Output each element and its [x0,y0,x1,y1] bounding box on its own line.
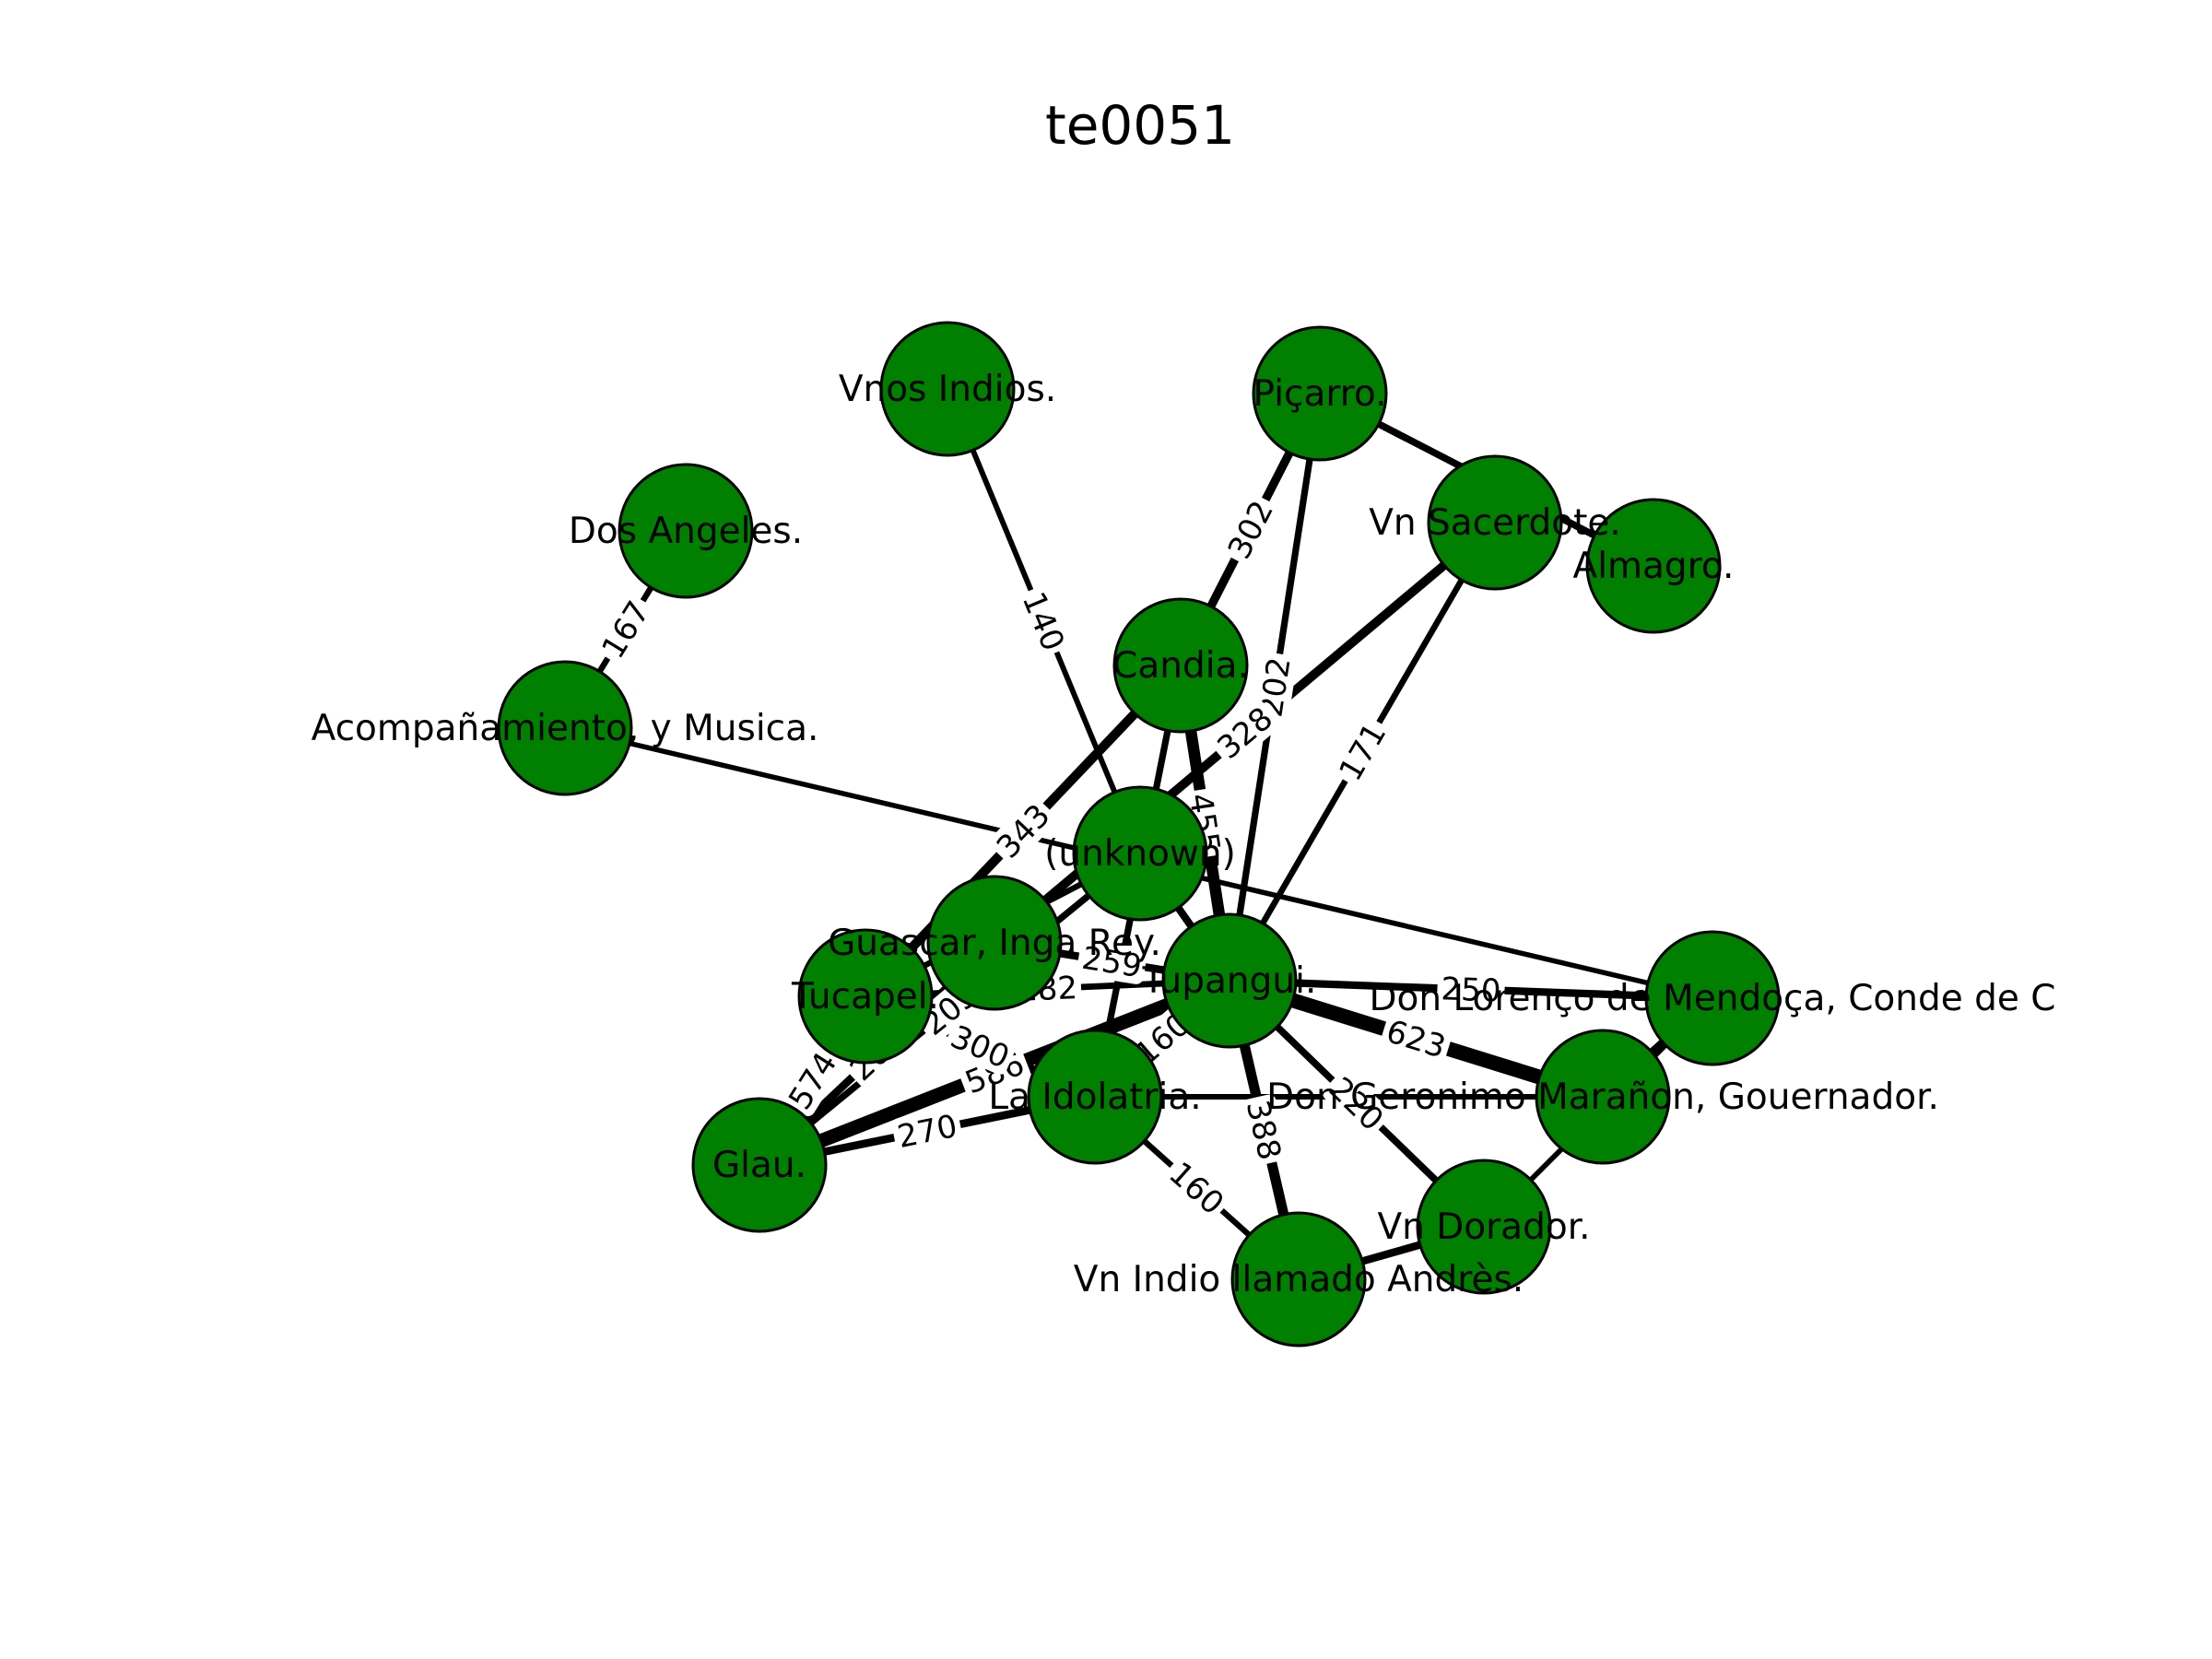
node-label-don-geronimo: Don Geronimo Marañon, Gouernador. [1266,1077,1939,1118]
node-almagro [1585,498,1722,634]
node-label-acompanamiento: Acompañamiento, y Musica. [312,708,819,749]
edge-label-dos-angeles-acompanamiento: 167 [594,594,657,665]
node-tupangui [1161,912,1298,1049]
node-la-idolatria [1027,1029,1163,1165]
node-label-picarro: Piçarro. [1253,373,1387,415]
node-label-unknown: (unknown) [1044,833,1236,875]
node-labels-layer: (unknown) Vnos Indios. Piçarro. Dos Angeles… [312,369,2056,1300]
edge-weight-label: 623 [1382,1013,1450,1065]
graph-title: te0051 [1045,94,1235,157]
node-guascar [926,875,1063,1011]
node-vnos-indios [879,321,1016,457]
node-don-geronimo [1535,1029,1671,1165]
edge-label-bg [1380,1013,1453,1065]
edge-label-bg [1240,1094,1288,1166]
edge-label-bg [782,1044,843,1117]
node-label-la-idolatria: La Idolatria. [988,1077,1201,1118]
edge-weight-label: 250 [1441,971,1501,1009]
node-label-tupangui: Tupangui. [1142,960,1317,1002]
node-label-vnos-indios: Vnos Indios. [839,369,1056,410]
node-vn-dorador [1416,1159,1552,1295]
node-picarro [1252,325,1388,462]
node-don-lorenzo [1644,930,1781,1066]
edge-label-tupangui-don-geronimo: 623 [1380,1013,1453,1066]
edge-label-bg [594,594,656,665]
edge-label-tupangui-don-lorenzo: 250 [1437,970,1505,1010]
edge-label-bg [1162,1155,1231,1221]
edge-label-bg [1077,939,1147,984]
edge-label-bg [1209,700,1280,766]
node-unknown [1072,785,1208,922]
node-label-vn-indio: Vn Indio llamado Andrès. [1074,1259,1524,1300]
node-label-guascar: Guascar, Inga Rey. [828,923,1161,964]
edge-label-bg [1220,493,1280,566]
edge-label-bg [1323,1070,1391,1137]
edge-label-picarro-tupangui: 202 [1252,652,1299,723]
nodes-layer [497,321,1781,1347]
edge-label-bg [1016,585,1072,657]
edge-label-vn-sacerdote-tupangui: 171 [1332,715,1394,788]
node-dos-angeles [618,463,754,599]
edge-label-bg [891,1107,963,1155]
node-label-vn-sacerdote: Vn Sacerdote. [1369,502,1621,544]
node-label-don-lorenzo: Don Lorenço de Mendoça, Conde de C [1369,978,2055,1019]
edge-label-picarro-candia: 302 [1220,493,1281,566]
edge-label-bg [944,1018,1017,1075]
node-vn-sacerdote [1427,454,1563,591]
node-label-glau: Glau. [712,1145,806,1186]
edge-label-bg [1437,970,1505,1009]
node-acompanamiento [497,660,633,796]
node-vn-indio [1230,1211,1367,1347]
edge-label-bg [989,796,1057,865]
node-label-almagro: Almagro. [1573,546,1735,587]
node-label-dos-angeles: Dos Angeles. [569,511,803,552]
node-candia [1112,597,1249,734]
node-tucapel [797,928,934,1065]
node-label-candia: Candia. [1112,645,1249,687]
node-glau [691,1097,828,1233]
edge-label-vnos-indios-unknown: 140 [1015,585,1072,657]
edge-label-bg [1332,715,1393,788]
node-label-vn-dorador: Vn Dorador. [1377,1206,1590,1248]
node-label-tucapel: Tucapel. [791,976,939,1018]
